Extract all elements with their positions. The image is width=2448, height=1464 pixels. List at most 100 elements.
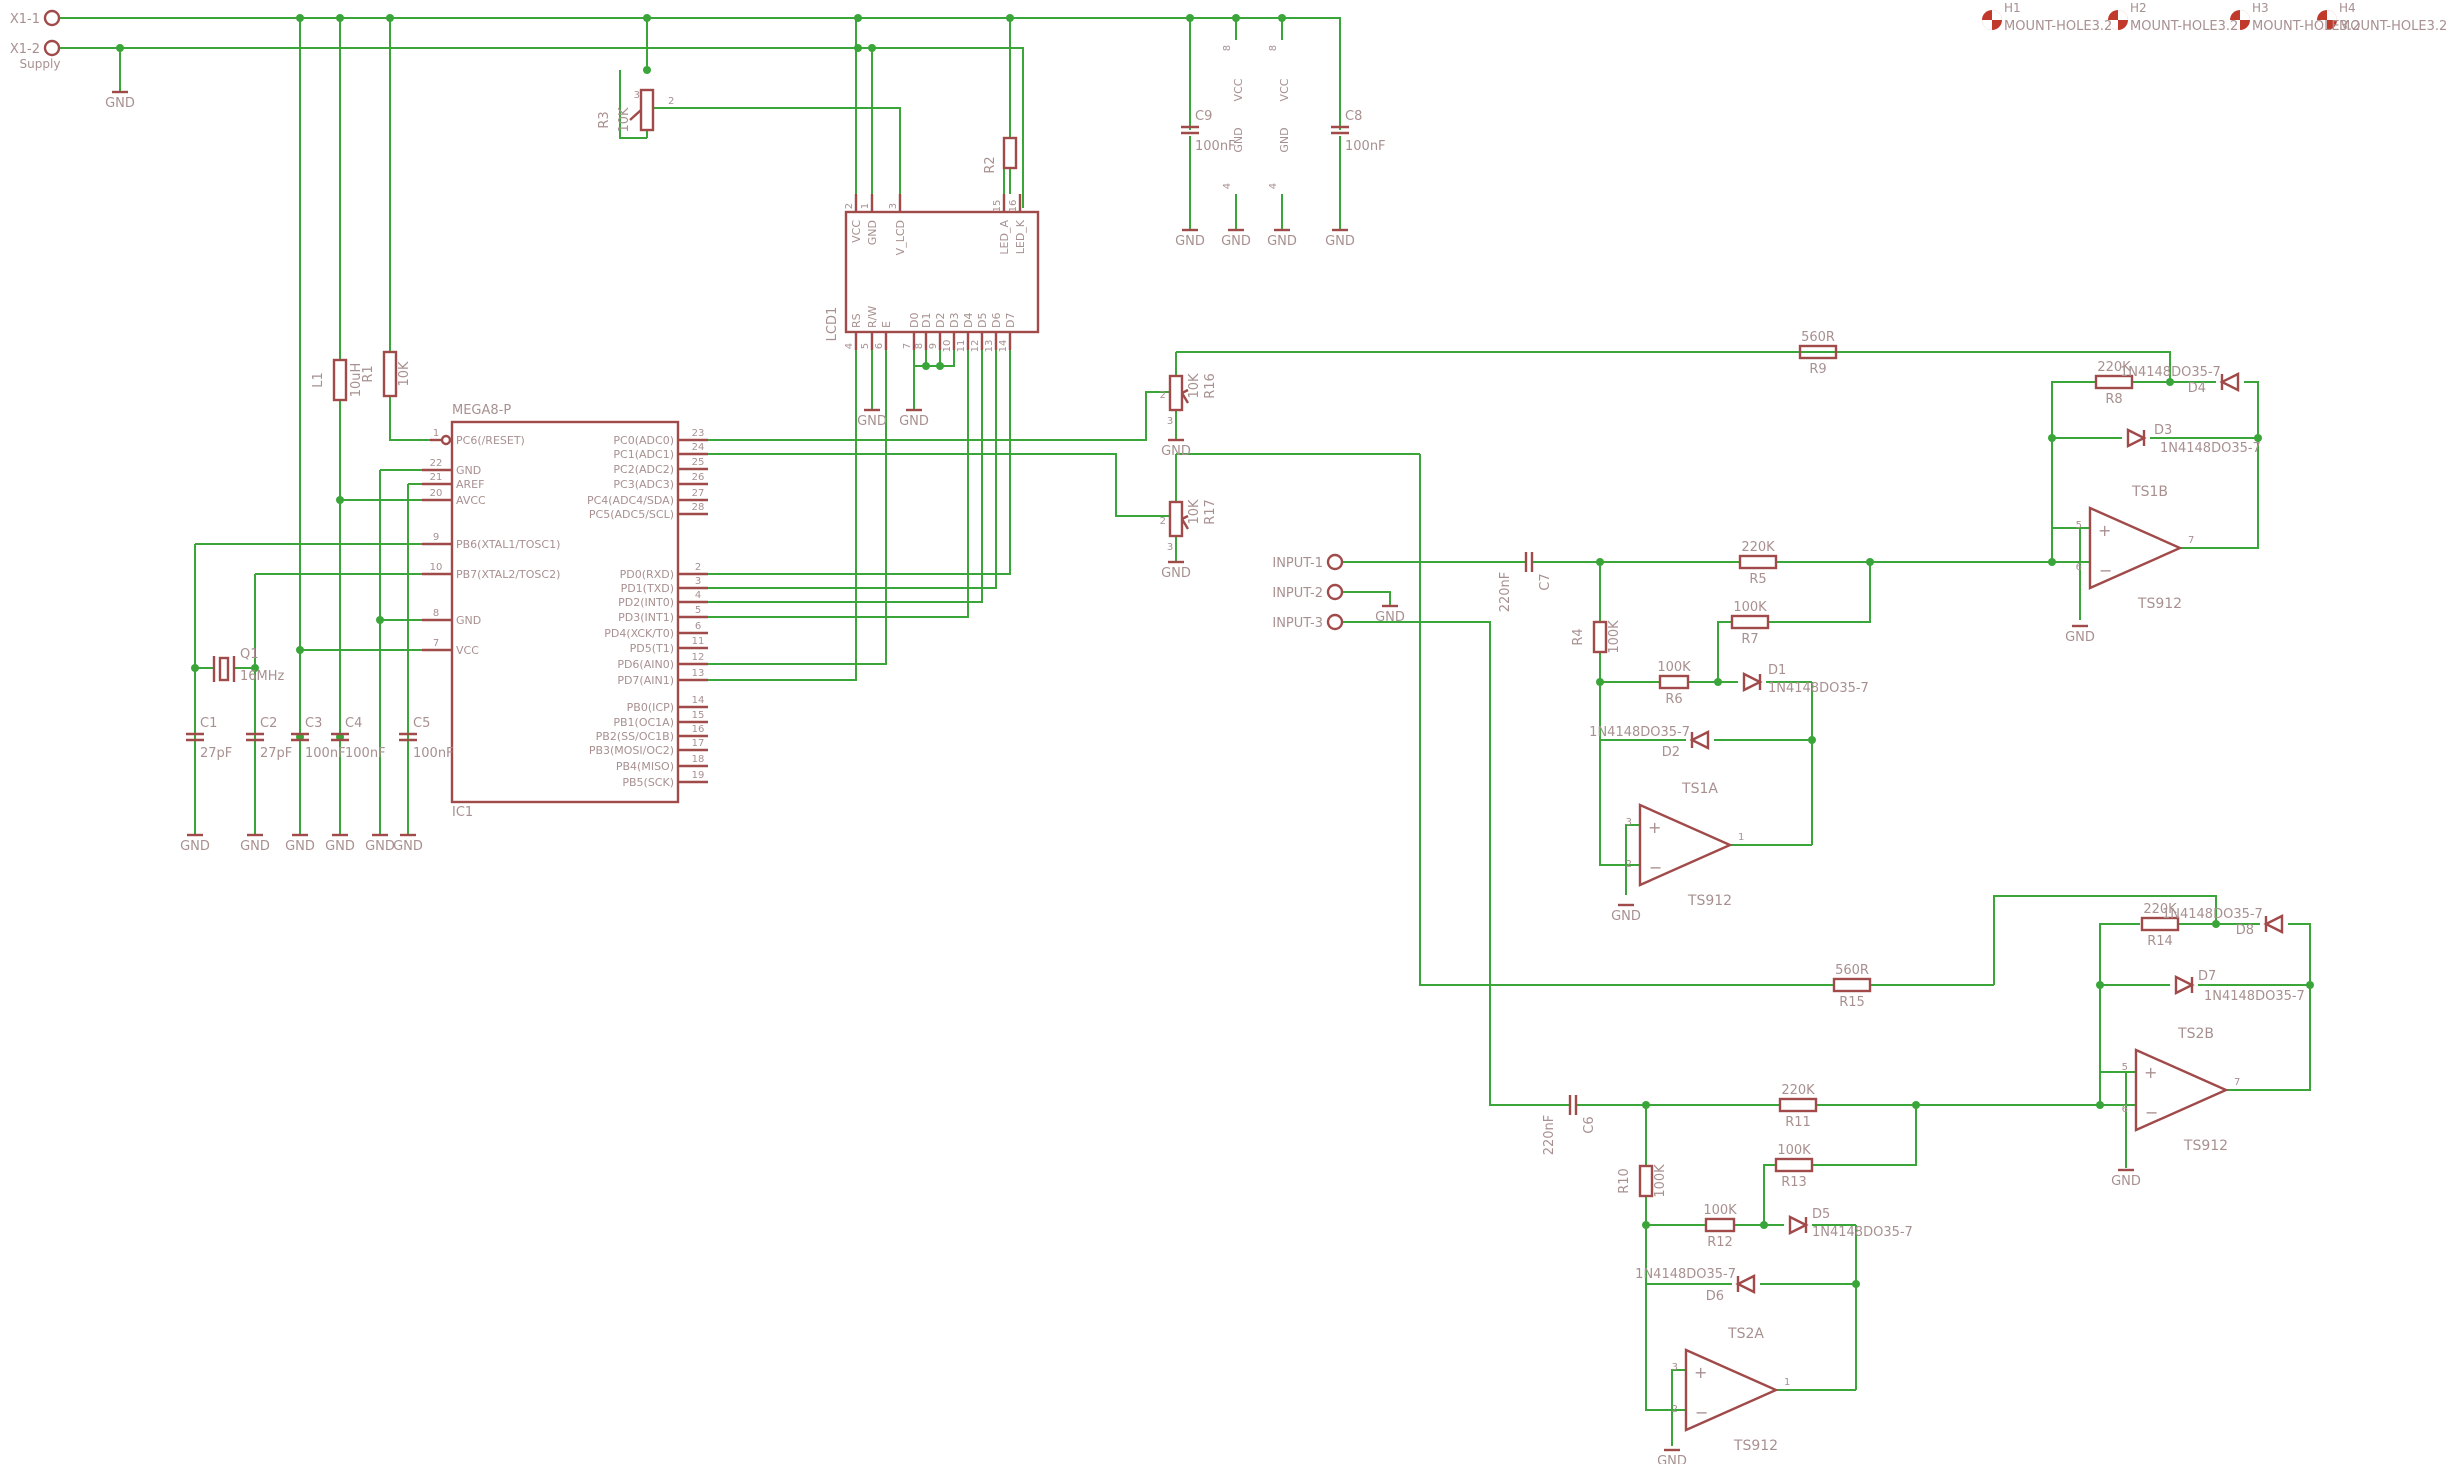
ic1-right-pin-name: PB5(SCK) — [622, 776, 674, 789]
c6-ref: C6 — [1582, 1116, 1597, 1133]
supply-x1-2-terminal — [43, 39, 61, 57]
wire — [1342, 591, 1391, 606]
ts1a-ref: TS1A — [1681, 781, 1718, 797]
opamp-power-vcc: VCC — [1232, 78, 1245, 101]
ic1-right-pin-name: PD2(INT0) — [618, 596, 674, 609]
ic1-right-pin-num: 23 — [692, 428, 705, 439]
wire — [708, 350, 983, 603]
input-1-label: INPUT-1 — [1272, 556, 1323, 571]
ts2a-value: TS912 — [1733, 1438, 1778, 1454]
ts1b-minus-sign: − — [2099, 561, 2112, 580]
lcd-bottom-pin-name: D4 — [962, 313, 975, 328]
ic1-reset-inversion — [440, 434, 452, 446]
r17-pin-wiper: 2 — [1160, 516, 1166, 527]
ic1-left-pin-num: 21 — [430, 472, 443, 483]
wire — [1993, 895, 2217, 985]
r14-body — [2140, 916, 2180, 932]
junction-dot — [643, 66, 651, 74]
ts1a-plus-pin: 3 — [1626, 817, 1632, 828]
d6-ref: D6 — [1706, 1289, 1724, 1304]
supply-x1-1-label: X1-1 — [10, 12, 40, 27]
ic1-value: MEGA8-P — [452, 403, 511, 418]
d3-ref: D3 — [2154, 423, 2172, 438]
lcd-bottom-pin-name: RS — [850, 313, 863, 328]
supply-label: Supply — [20, 57, 61, 71]
q1-value: 16MHz — [240, 669, 285, 684]
d1-ref: D1 — [1768, 663, 1786, 678]
d6-value: 1N4148DO35-7 — [1635, 1267, 1736, 1282]
ts1b-plus-sign: + — [2098, 521, 2111, 540]
mount-hole-1-quadrant-a — [1992, 10, 2002, 20]
wire — [1625, 824, 1640, 895]
r5-body — [1738, 554, 1778, 570]
gnd-c1-label: GND — [180, 839, 210, 854]
mount-hole-2-ref: H2 — [2130, 1, 2147, 15]
c7-value: 220nF — [1498, 572, 1513, 613]
ts2b-ref: TS2B — [2177, 1026, 2214, 1042]
r1-ref: R1 — [361, 365, 376, 382]
r12-body — [1704, 1217, 1736, 1233]
mount-hole-4-ref: H4 — [2339, 1, 2356, 15]
ic1-right-pin-name: PB1(OC1A) — [613, 716, 674, 729]
r17-ref: R17 — [1203, 499, 1218, 525]
r16-arrow-head — [1181, 388, 1189, 395]
c8-value: 100nF — [1345, 139, 1386, 154]
r10-ref: R10 — [1617, 1168, 1632, 1194]
d2-value: 1N4148DO35-7 — [1589, 725, 1690, 740]
ic1-right-pin-num: 28 — [692, 502, 705, 513]
ic1-right-pin-name: PC3(ADC3) — [613, 478, 674, 491]
opamp-power-gnd: GND — [1232, 127, 1245, 152]
r17-value: 10K — [1187, 499, 1202, 525]
ic1-right-pin-name: PC2(ADC2) — [613, 463, 674, 476]
lcd-top-pin-name: LED_A — [998, 220, 1011, 255]
r3-pin-wiper: 2 — [668, 96, 674, 107]
ic1-right-pin-name: PC1(ADC1) — [613, 448, 674, 461]
ts1b-ref: TS1B — [2131, 484, 2168, 500]
lcd-bottom-pin-num: 5 — [860, 343, 871, 349]
wire — [60, 17, 1341, 130]
gnd-r17-label: GND — [1161, 566, 1191, 581]
opamp-power-vcc: VCC — [1278, 78, 1291, 101]
lcd-bottom-pin-num: 13 — [984, 340, 995, 353]
d8-triangle — [2263, 914, 2284, 934]
ts2b-plus-sign: + — [2144, 1063, 2157, 1082]
r7-value: 100K — [1733, 600, 1767, 615]
ic1-right-pin-num: 17 — [692, 738, 705, 749]
labels: X1-1X1-2SupplyGNDH1MOUNT-HOLE3.2H2MOUNT-… — [10, 1, 2447, 1464]
wire — [913, 350, 955, 367]
lcd-top-pin-name: LED_K — [1014, 219, 1027, 254]
ts2b-triangle — [2134, 1048, 2229, 1132]
wires — [60, 14, 2314, 1446]
lcd-bottom-pin-name: D5 — [976, 313, 989, 328]
input-1-terminal — [1326, 553, 1344, 571]
gnd-r16-label: GND — [1161, 444, 1191, 459]
d7-ref: D7 — [2198, 969, 2216, 984]
mount-hole-1-quadrant-b — [1982, 20, 1992, 30]
r16-arrow — [1180, 392, 1190, 404]
opamp-power-gnd: GND — [1278, 127, 1291, 152]
gnd-lcd-rw-label: GND — [857, 414, 887, 429]
ic1-right-pin-name: PC5(ADC5/SCL) — [589, 508, 674, 521]
lcd-bottom-pin-name: D2 — [934, 313, 947, 328]
ts1a-out-pin: 1 — [1738, 832, 1744, 843]
ic1-left-pin-num: 9 — [433, 532, 439, 543]
ts1b-out-pin: 7 — [2188, 535, 2194, 546]
gnd-c3-label: GND — [285, 839, 315, 854]
r12-ref: R12 — [1707, 1235, 1733, 1250]
gnd-c5-label: GND — [393, 839, 423, 854]
r16-ref: R16 — [1203, 373, 1218, 399]
gnd-opamp-power-label: GND — [1267, 234, 1297, 249]
wire — [708, 350, 969, 618]
c4-value: 100nF — [345, 746, 386, 761]
c3-value: 100nF — [305, 746, 346, 761]
ic1-right-pin-name: PD6(AIN0) — [617, 658, 674, 671]
ts1a-triangle — [1638, 803, 1733, 887]
ic1-left-pin-num: 10 — [430, 562, 443, 573]
r16-pin-wiper: 2 — [1160, 390, 1166, 401]
r17-pin-top: 3 — [1167, 542, 1173, 553]
c7-ref: C7 — [1538, 573, 1553, 590]
lcd-bottom-pin-num: 7 — [902, 343, 913, 349]
c2-value: 27pF — [260, 746, 292, 761]
ic1-ref: IC1 — [452, 805, 473, 820]
